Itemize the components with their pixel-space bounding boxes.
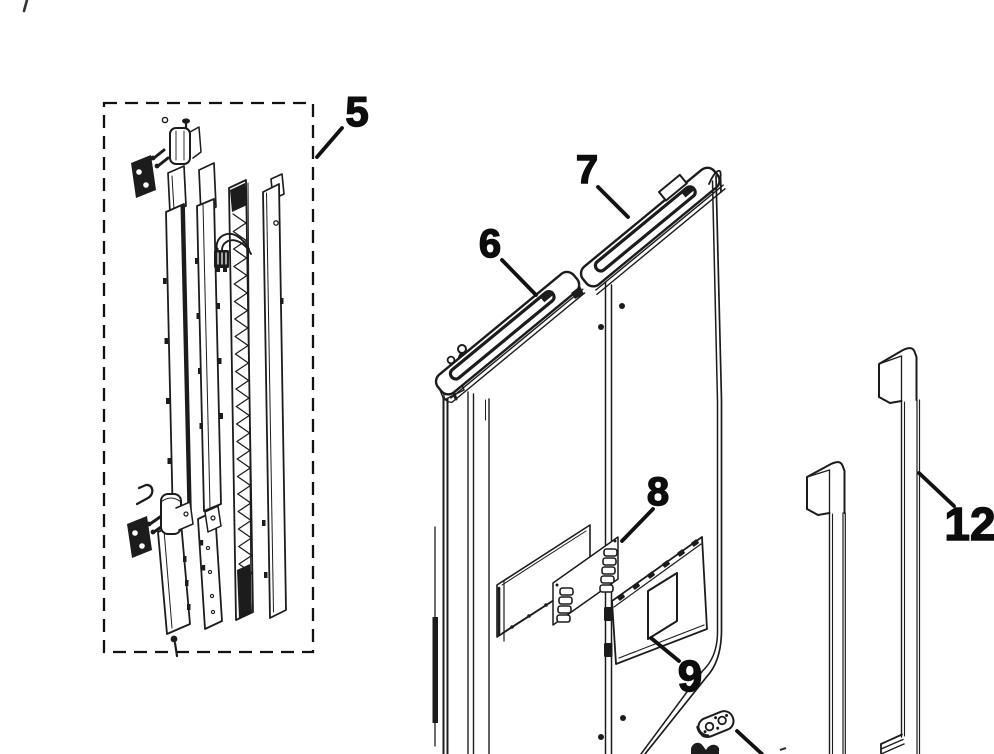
hinge-plate [696, 710, 735, 738]
callout-12-leader [917, 471, 956, 508]
boxed-rail-assembly-5 [102, 101, 315, 658]
frame-opening [647, 572, 678, 640]
callout-6-leader [500, 258, 538, 297]
mounting-dots [598, 303, 626, 740]
callouts: 5 6 7 8 9 12 [315, 87, 994, 702]
callout-7-leader [596, 185, 630, 219]
button-stack-left [556, 587, 574, 623]
cap-tip-curl [708, 169, 722, 193]
screw-icon [182, 118, 190, 124]
callout-5: 5 [345, 88, 368, 135]
door-right-edge [640, 169, 723, 754]
edge-clip [604, 607, 613, 621]
rail-strip-4 [262, 173, 287, 619]
handle-tall [878, 347, 921, 754]
door-center-edge [604, 281, 613, 754]
hinge-bracket-plate [131, 155, 156, 198]
callout-9: 9 [678, 652, 702, 701]
handle-short [806, 461, 846, 754]
callout-8-leader [620, 507, 655, 543]
rail-strip-1 [157, 165, 192, 658]
door-panel [432, 166, 726, 754]
dashed-parts-box [102, 101, 315, 654]
cap-joint-wedge [571, 286, 584, 299]
display-assembly-8 [496, 524, 619, 642]
hinge-bracket-plate [127, 516, 152, 558]
edge-clip [604, 643, 613, 657]
button-stack-right [599, 548, 618, 593]
callout-7: 7 [576, 148, 598, 192]
dispenser-frame-9 [611, 536, 708, 665]
rail-strip-2 [195, 162, 223, 630]
frame-tabs [617, 539, 699, 601]
hinge-plate-leader [735, 729, 764, 754]
frame-outline [611, 536, 708, 665]
cap-notch-tab [657, 173, 688, 202]
middle-hinge-hardware [127, 483, 222, 558]
handle-tall-foot [880, 733, 905, 754]
clip-part [691, 742, 719, 754]
door-left-edge [432, 387, 490, 754]
callout-6: 6 [479, 222, 501, 266]
stray-mark-top-left [22, 0, 29, 13]
stray-mark [779, 746, 787, 752]
callout-9-leader [649, 636, 681, 663]
screw-icon [170, 635, 178, 643]
callout-5-leader [315, 126, 344, 159]
bottom-small-parts [691, 710, 787, 754]
top-cap-6 [434, 270, 586, 404]
rail-strip-3-zigzag [228, 179, 254, 621]
callout-8: 8 [647, 470, 669, 514]
door-gasket [432, 617, 438, 723]
top-hinge-hardware [131, 116, 202, 198]
wire-harness [214, 233, 252, 272]
hinge-pin-sleeve [169, 127, 191, 165]
callout-12: 12 [944, 498, 994, 550]
